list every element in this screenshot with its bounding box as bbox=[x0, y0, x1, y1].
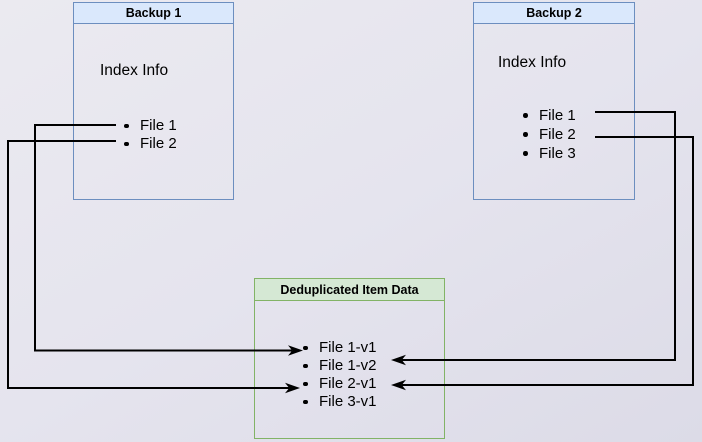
backup-2-file-item: File 3 bbox=[520, 144, 576, 163]
node-deduplicated-item-data: Deduplicated Item Data File 1-v1 File 1-… bbox=[254, 278, 445, 439]
backup-2-file-item: File 1 bbox=[520, 106, 576, 125]
dedup-item-list: File 1-v1 File 1-v2 File 2-v1 File 3-v1 bbox=[300, 339, 377, 411]
dedup-item: File 2-v1 bbox=[300, 375, 377, 393]
dedup-item: File 1-v2 bbox=[300, 357, 377, 375]
dedup-item: File 3-v1 bbox=[300, 393, 377, 411]
backup-2-file-item: File 2 bbox=[520, 125, 576, 144]
backup-1-file-item: File 1 bbox=[121, 117, 177, 135]
node-backup-2-subtitle: Index Info bbox=[498, 54, 567, 71]
dedup-item: File 1-v1 bbox=[300, 339, 377, 357]
node-backup-1-title: Backup 1 bbox=[74, 3, 233, 24]
node-backup-2-title: Backup 2 bbox=[474, 3, 634, 24]
node-backup-1-subtitle: Index Info bbox=[100, 62, 169, 79]
node-dedup-title: Deduplicated Item Data bbox=[255, 279, 444, 301]
backup-1-file-item: File 2 bbox=[121, 135, 177, 153]
backup-2-file-list: File 1 File 2 File 3 bbox=[520, 106, 576, 163]
node-backup-2: Backup 2 Index Info File 1 File 2 File 3 bbox=[473, 2, 635, 200]
backup-1-file-list: File 1 File 2 bbox=[121, 117, 177, 153]
node-backup-1: Backup 1 Index Info File 1 File 2 bbox=[73, 2, 234, 200]
